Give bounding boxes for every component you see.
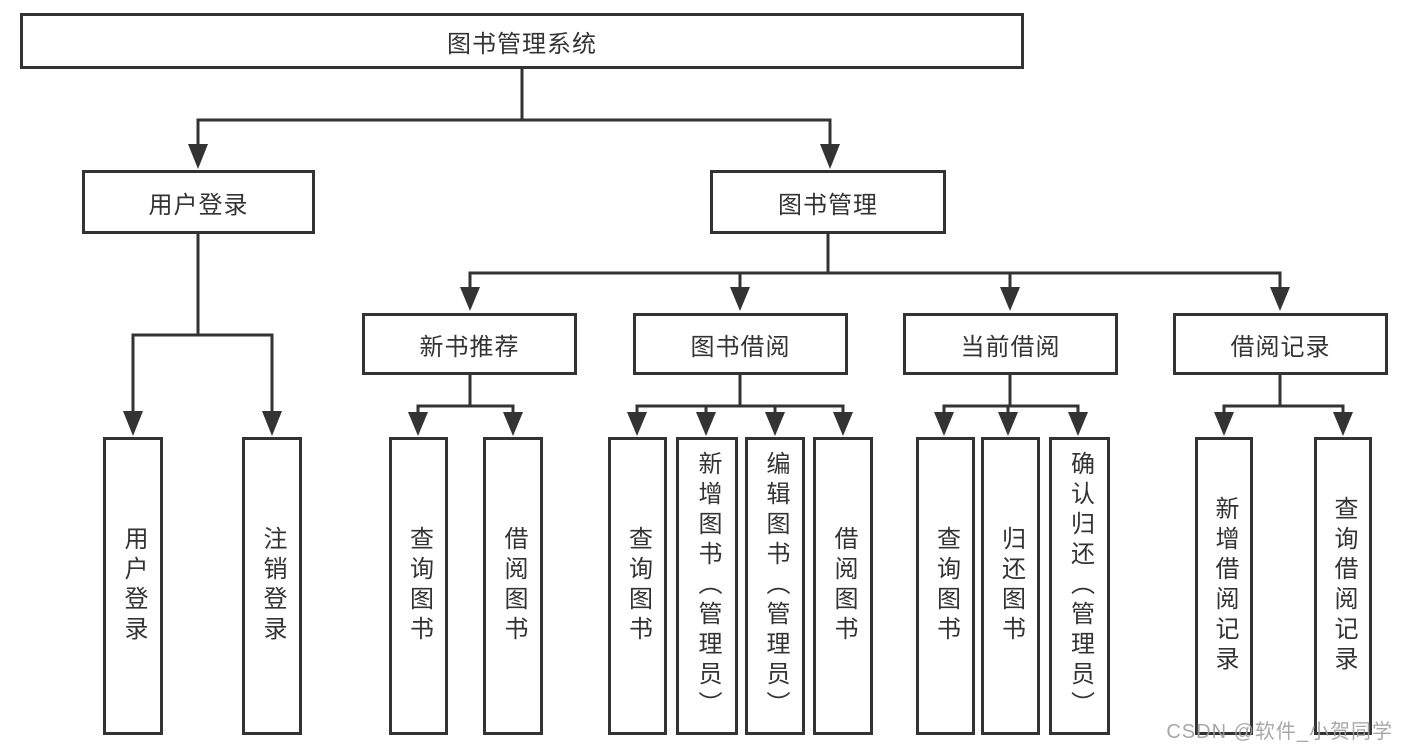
leaf-logout: 注销登录	[242, 437, 302, 735]
leaf-add-borrow-record: 新增借阅记录	[1195, 437, 1253, 735]
node-book-management: 图书管理	[710, 170, 946, 234]
node-new-book-recommend: 新书推荐	[362, 313, 577, 375]
leaf-add-books-admin: 新增图书（管理员）	[676, 437, 738, 735]
leaf-recommend-borrow-books: 借阅图书	[483, 437, 543, 735]
leaf-current-query-books: 查询图书	[916, 437, 975, 735]
node-user-login: 用户登录	[82, 170, 315, 234]
leaf-confirm-return-admin: 确认归还（管理员）	[1049, 437, 1110, 735]
node-borrow-record: 借阅记录	[1173, 313, 1388, 375]
leaf-query-borrow-record: 查询借阅记录	[1314, 437, 1372, 735]
leaf-return-books: 归还图书	[981, 437, 1040, 735]
leaf-edit-books-admin: 编辑图书（管理员）	[745, 437, 805, 735]
node-current-borrow: 当前借阅	[903, 313, 1118, 375]
leaf-borrow-books: 借阅图书	[813, 437, 873, 735]
node-book-borrow: 图书借阅	[633, 313, 848, 375]
node-library-management-system: 图书管理系统	[20, 13, 1024, 69]
leaf-recommend-query-books: 查询图书	[389, 437, 448, 735]
csdn-watermark: CSDN @软件_小贺同学	[1166, 721, 1393, 743]
leaf-user-login: 用户登录	[103, 437, 163, 735]
leaf-borrow-query-books: 查询图书	[608, 437, 667, 735]
